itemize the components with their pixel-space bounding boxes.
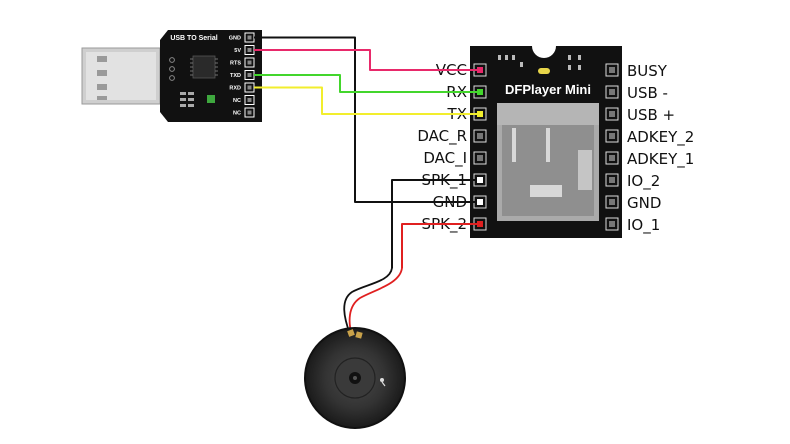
dfplayer-left-labels: VCC RX TX DAC_R DAC_I SPK_1 GND SPK_2 (417, 61, 467, 234)
dfplayer-right-labels: BUSY USB - USB + ADKEY_2 ADKEY_1 IO_2 GN… (627, 62, 694, 235)
df-pin-dac-r[interactable] (473, 129, 487, 143)
df-label-dac-r: DAC_R (417, 127, 467, 146)
df-label-adkey2: ADKEY_2 (627, 128, 694, 147)
usb-pin-label: RXD (229, 86, 241, 92)
usb-plug (81, 47, 161, 105)
usb-contact (97, 96, 107, 100)
df-pin-adkey2[interactable] (605, 129, 619, 143)
df-pin-io1[interactable] (605, 217, 619, 231)
usb-pin-label: RTS (230, 61, 241, 67)
speaker-leads (343, 267, 403, 337)
wire-rxd-tx[interactable] (254, 86, 477, 115)
usb-contact (97, 84, 107, 90)
dfplayer-right-header (605, 63, 619, 231)
df-label-adkey1: ADKEY_1 (627, 150, 694, 169)
usb-pin-label: NC (233, 111, 241, 117)
usb-led (207, 95, 215, 103)
df-pin-dac-l[interactable] (473, 151, 487, 165)
usb-pin-label: GND (229, 36, 241, 42)
df-pin-busy[interactable] (605, 63, 619, 77)
df-pin-usb-minus[interactable] (605, 85, 619, 99)
df-pin-io2[interactable] (605, 173, 619, 187)
usb-pin-label: TXD (230, 73, 241, 79)
wire-spk1[interactable] (391, 179, 477, 268)
df-label-dac-l: DAC_I (423, 149, 467, 168)
df-label-io1: IO_1 (627, 216, 660, 235)
df-label-usb-plus: USB + (627, 106, 675, 124)
usb-contact (97, 70, 107, 76)
dfplayer-led (538, 68, 550, 74)
usb-pin-nc[interactable] (244, 107, 255, 118)
usb-to-serial-board: USB TO Serial GND 5V RTS TXD (160, 30, 262, 122)
df-label-usb-minus: USB - (627, 84, 668, 102)
wire-vcc[interactable] (254, 49, 477, 71)
wire-spk2[interactable] (401, 223, 477, 268)
usb-pin-label: 5V (234, 48, 241, 54)
dfplayer-board: DFPlayer Mini (470, 46, 622, 238)
usb-board-components (169, 57, 215, 107)
usb-pin-label: NC (233, 98, 241, 104)
wire-txd-rx[interactable] (254, 74, 477, 93)
df-pin-adkey1[interactable] (605, 151, 619, 165)
usb-board-title: USB TO Serial (170, 35, 217, 42)
df-label-gnd-right: GND (627, 194, 661, 212)
df-label-io2: IO_2 (627, 172, 660, 191)
usb-pin-rts[interactable] (244, 57, 255, 68)
speaker-polarity-mark (380, 378, 384, 382)
usb-pin-nc[interactable] (244, 95, 255, 105)
usb-contact (97, 56, 107, 62)
speaker[interactable] (304, 327, 406, 429)
sd-card-slot[interactable] (497, 103, 599, 221)
usb-chip (192, 55, 216, 79)
dfplayer-title: DFPlayer Mini (505, 82, 591, 97)
df-pin-gnd-right[interactable] (605, 195, 619, 209)
df-pin-usb-plus[interactable] (605, 107, 619, 121)
df-label-busy: BUSY (627, 62, 668, 80)
wire-gnd[interactable] (254, 36, 477, 203)
